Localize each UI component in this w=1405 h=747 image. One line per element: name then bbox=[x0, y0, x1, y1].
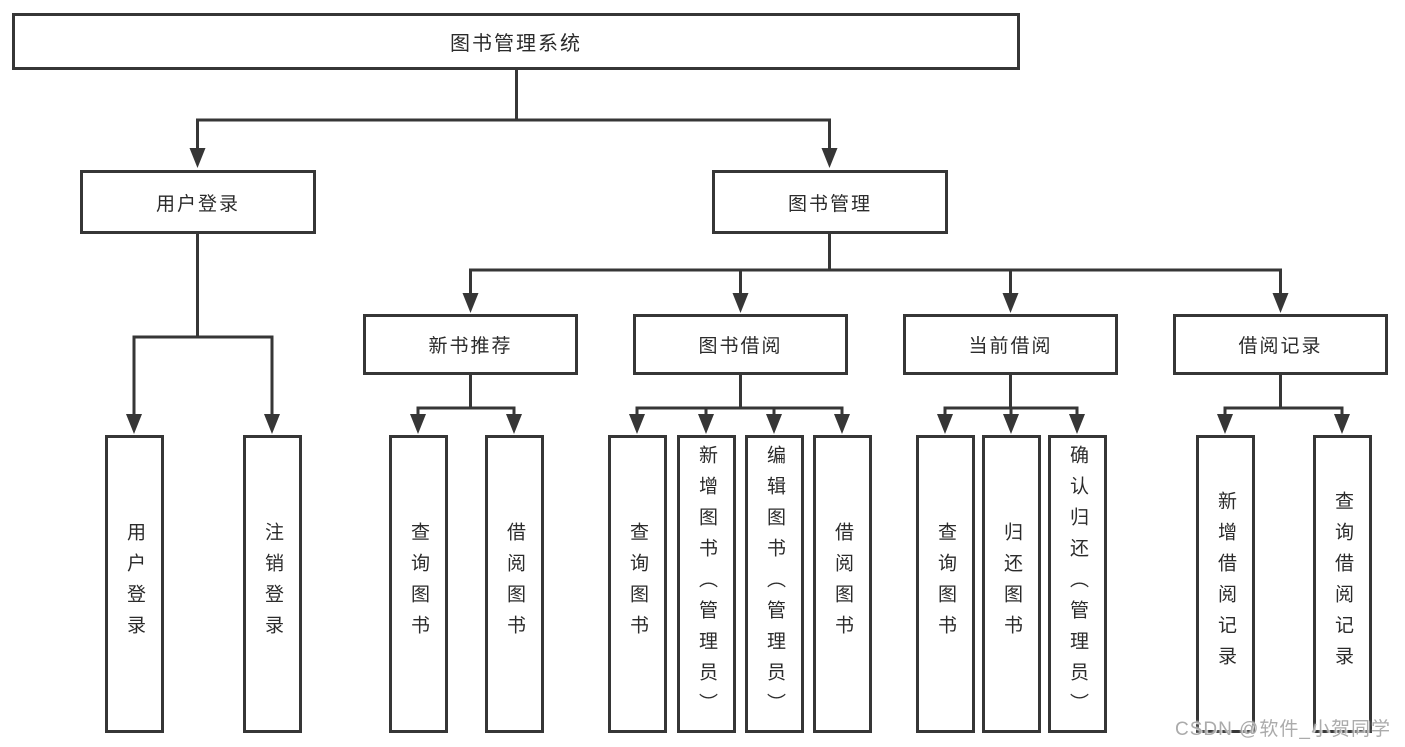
watermark: CSDN @软件_小贺同学 bbox=[1175, 719, 1391, 740]
node-book-borrow: 图书借阅 bbox=[633, 314, 848, 375]
leaf-user-login: 用户登录 bbox=[105, 435, 164, 733]
leaf-logout: 注销登录 bbox=[243, 435, 302, 733]
leaf-add-borrow-record: 新增借阅记录 bbox=[1196, 435, 1255, 733]
connector-group bbox=[126, 70, 1350, 434]
leaf-add-books-admin: 新增图书（管理员） bbox=[677, 435, 736, 733]
leaf-query-borrow-record: 查询借阅记录 bbox=[1313, 435, 1372, 733]
leaf-query-books-current: 查询图书 bbox=[916, 435, 975, 733]
leaf-borrow-books-recommend: 借阅图书 bbox=[485, 435, 544, 733]
leaf-query-books-borrow: 查询图书 bbox=[608, 435, 667, 733]
node-new-book-recommend: 新书推荐 bbox=[363, 314, 578, 375]
leaf-confirm-return-admin: 确认归还（管理员） bbox=[1048, 435, 1107, 733]
leaf-edit-books-admin: 编辑图书（管理员） bbox=[745, 435, 804, 733]
leaf-return-books: 归还图书 bbox=[982, 435, 1041, 733]
node-book-management: 图书管理 bbox=[712, 170, 948, 234]
node-borrow-records: 借阅记录 bbox=[1173, 314, 1388, 375]
leaf-query-books-recommend: 查询图书 bbox=[389, 435, 448, 733]
node-user-login: 用户登录 bbox=[80, 170, 316, 234]
leaf-borrow-books: 借阅图书 bbox=[813, 435, 872, 733]
node-current-borrow: 当前借阅 bbox=[903, 314, 1118, 375]
node-root-title: 图书管理系统 bbox=[12, 13, 1020, 70]
